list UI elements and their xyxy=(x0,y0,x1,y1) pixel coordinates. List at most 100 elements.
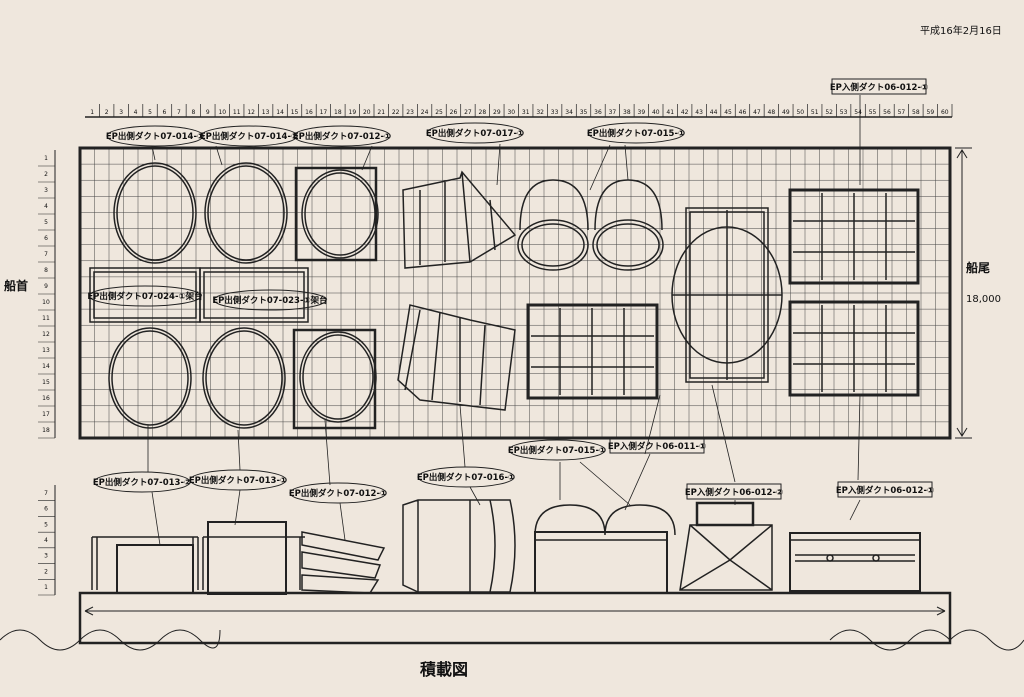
ruler-number: 27 xyxy=(464,109,472,116)
ruler-number: 53 xyxy=(840,109,848,116)
duct-07-014-1-plan xyxy=(113,162,197,264)
deck-outline xyxy=(78,146,952,440)
ruler-number: 45 xyxy=(724,109,732,116)
ruler-number: 4 xyxy=(44,203,48,210)
ruler-number: 17 xyxy=(42,411,50,418)
ruler-number: 5 xyxy=(44,521,48,528)
ruler-number: 41 xyxy=(666,109,674,116)
deck-grid xyxy=(80,148,950,438)
callout-l11: EP出側ダクト07-012-① xyxy=(289,482,387,504)
svg-text:EP出側ダクト07-014-②: EP出側ダクト07-014-② xyxy=(200,131,298,142)
ruler-number: 1 xyxy=(44,584,48,591)
length-dimension: 18,000 xyxy=(966,294,1001,305)
svg-text:EP出側ダクト07-024-①架台: EP出側ダクト07-024-①架台 xyxy=(87,291,203,302)
ruler-number: 10 xyxy=(218,109,226,116)
ruler-number: 13 xyxy=(42,347,50,354)
ruler-number: 35 xyxy=(580,109,588,116)
ruler-number: 12 xyxy=(42,331,50,338)
ruler-number: 11 xyxy=(42,315,50,322)
callout-l13: EP出側ダクト07-015-① xyxy=(508,439,606,461)
ruler-number: 57 xyxy=(898,109,906,116)
leader-lines xyxy=(147,95,861,546)
ruler-number: 8 xyxy=(44,267,48,274)
ruler-number: 40 xyxy=(652,109,660,116)
ruler-number: 6 xyxy=(163,109,167,116)
ruler-number: 38 xyxy=(623,109,631,116)
duct-07-016-1-elevation xyxy=(402,499,516,593)
ruler-number: 15 xyxy=(291,109,299,116)
callout-l14: EP入側ダクト06-011-① xyxy=(608,437,706,454)
svg-text:EP入側ダクト06-012-①: EP入側ダクト06-012-① xyxy=(836,485,934,496)
ruler-number: 37 xyxy=(609,109,617,116)
ruler-number: 3 xyxy=(44,187,48,194)
ruler-number: 58 xyxy=(912,109,920,116)
ruler-number: 10 xyxy=(42,299,50,306)
svg-text:EP出側ダクト07-014-①: EP出側ダクト07-014-① xyxy=(106,131,204,142)
svg-text:EP出側ダクト07-013-②: EP出側ダクト07-013-② xyxy=(93,477,191,488)
ruler-number: 8 xyxy=(191,109,195,116)
svg-text:EP出側ダクト07-012-①: EP出側ダクト07-012-① xyxy=(289,488,387,499)
callout-l16: EP入側ダクト06-012-① xyxy=(836,481,934,498)
svg-text:EP入側ダクト06-012-①: EP入側ダクト06-012-① xyxy=(830,82,928,93)
ruler-number: 33 xyxy=(551,109,559,116)
ruler-number: 7 xyxy=(44,251,48,258)
duct-07-012-1-plan xyxy=(294,166,379,262)
svg-text:EP出側ダクト07-016-①: EP出側ダクト07-016-① xyxy=(417,472,515,483)
svg-text:EP出側ダクト07-015-①: EP出側ダクト07-015-① xyxy=(587,128,685,139)
duct-07-015-1-plan-a xyxy=(517,179,589,271)
ruler-number: 43 xyxy=(695,109,703,116)
ruler-number: 26 xyxy=(450,109,458,116)
ruler-number: 17 xyxy=(320,109,328,116)
ruler-number: 52 xyxy=(825,109,833,116)
duct-07-016-1-plan xyxy=(397,304,516,411)
callout-l5: EP出側ダクト07-015-① xyxy=(587,122,685,144)
ruler-number: 7 xyxy=(44,490,48,497)
ruler-number: 15 xyxy=(42,379,50,386)
ruler-number: 2 xyxy=(44,171,48,178)
ruler-number: 12 xyxy=(247,109,255,116)
ruler-number: 4 xyxy=(134,109,138,116)
duct-07-012-1-plan-2 xyxy=(292,328,377,430)
svg-text:EP入側ダクト06-011-①: EP入側ダクト06-011-① xyxy=(608,441,706,452)
svg-text:EP出側ダクト07-023-①架台: EP出側ダクト07-023-①架台 xyxy=(212,295,328,306)
duct-06-012-2-plan xyxy=(671,207,783,383)
callout-labels: EP出側ダクト07-014-① EP出側ダクト07-014-② EP出側ダクト0… xyxy=(87,78,934,504)
ruler-number: 18 xyxy=(334,109,342,116)
ruler-number: 48 xyxy=(768,109,776,116)
callout-l8: EP出側ダクト07-023-①架台 xyxy=(212,289,328,311)
ruler-number: 1 xyxy=(44,155,48,162)
ruler-number: 19 xyxy=(349,109,357,116)
svg-text:EP出側ダクト07-015-①: EP出側ダクト07-015-① xyxy=(508,445,606,456)
ruler-number: 50 xyxy=(796,109,804,116)
ruler-number: 32 xyxy=(536,109,544,116)
callout-l4: EP出側ダクト07-017-① xyxy=(426,122,524,144)
duct-07-015-1-plan-b xyxy=(592,179,664,271)
ruler-number: 3 xyxy=(119,109,123,116)
ruler-number: 7 xyxy=(177,109,181,116)
duct-07-012-1-elevation xyxy=(301,531,386,594)
ruler-number: 23 xyxy=(406,109,414,116)
svg-text:EP出側ダクト07-013-①: EP出側ダクト07-013-① xyxy=(189,475,287,486)
ruler-number: 24 xyxy=(421,109,429,116)
duct-07-017-1-plan xyxy=(402,170,517,269)
ruler-number: 13 xyxy=(262,109,270,116)
duct-06-012-2-elevation xyxy=(679,501,773,591)
ruler-number: 11 xyxy=(233,109,241,116)
ruler-number: 28 xyxy=(479,109,487,116)
callout-l2: EP出側ダクト07-014-② xyxy=(200,125,298,147)
duct-07-013-2-elevation xyxy=(91,536,199,594)
stern-label: 船尾 xyxy=(966,260,990,275)
drawing-title: 積載図 xyxy=(419,660,468,679)
elevation-items xyxy=(91,499,921,595)
ruler-number: 2 xyxy=(44,568,48,575)
callout-l9: EP出側ダクト07-013-② xyxy=(93,471,191,493)
ruler-number: 29 xyxy=(493,109,501,116)
ruler-number: 60 xyxy=(941,109,949,116)
ruler-number: 1 xyxy=(90,109,94,116)
ruler-number: 5 xyxy=(148,109,152,116)
ruler-number: 49 xyxy=(782,109,790,116)
ruler-number: 5 xyxy=(44,219,48,226)
